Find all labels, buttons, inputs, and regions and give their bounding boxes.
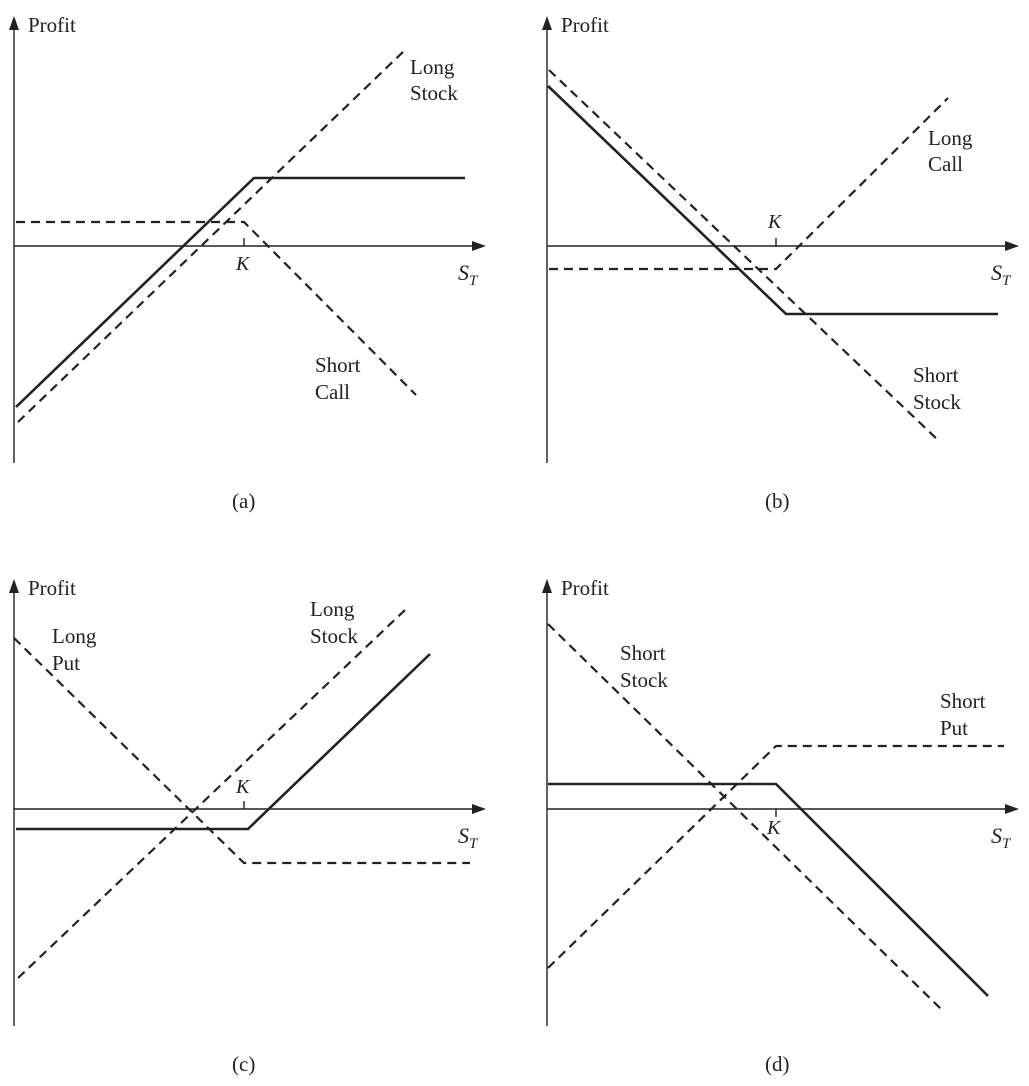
strike-label: K [235, 776, 251, 798]
strike-label: K [767, 211, 783, 233]
y-axis-arrow [9, 579, 19, 593]
y-axis-arrow [9, 16, 19, 30]
x-axis-arrow [472, 804, 486, 814]
net-profit-line [15, 176, 465, 408]
series-label-short-put: Short [940, 689, 986, 713]
series-label-short-stock: Short [620, 641, 666, 665]
y-axis-label: Profit [28, 576, 76, 600]
panel-caption: (c) [232, 1052, 255, 1076]
x-axis-arrow [472, 241, 486, 251]
series-label-short-stock: Short [913, 363, 959, 387]
net-profit-line [16, 653, 431, 831]
x-axis-arrow [1005, 241, 1019, 251]
short-put-line [547, 744, 1004, 969]
x-axis-label: ST [991, 260, 1012, 289]
y-axis-label: Profit [28, 13, 76, 37]
panel-c: Profit K ST Long Put Long Stock (c) [9, 576, 486, 1076]
series-label-long-put: Long [52, 624, 97, 648]
series-label-long-call: Call [928, 152, 963, 176]
panel-caption: (a) [232, 489, 255, 513]
x-axis-label: ST [458, 823, 479, 852]
strike-label: K [235, 253, 251, 275]
x-axis-label: ST [991, 823, 1012, 852]
series-label-short-put: Put [940, 716, 968, 740]
panel-caption: (d) [765, 1052, 790, 1076]
y-axis-arrow [542, 16, 552, 30]
series-label-short-call: Short [315, 353, 361, 377]
net-profit-line [548, 782, 989, 997]
series-label-long-stock: Stock [310, 624, 358, 648]
series-label-long-put: Put [52, 651, 80, 675]
long-put-line [13, 637, 470, 865]
series-label-long-stock: Long [410, 55, 455, 79]
series-label-short-call: Call [315, 380, 350, 404]
y-axis-label: Profit [561, 13, 609, 37]
short-stock-line [547, 623, 943, 1011]
net-profit-line [547, 85, 998, 316]
series-label-long-stock: Stock [410, 81, 458, 105]
strike-label: K [766, 817, 782, 839]
series-label-short-stock: Stock [620, 668, 668, 692]
short-stock-line [548, 69, 939, 441]
short-call-line [16, 220, 417, 396]
series-label-long-stock: Long [310, 597, 355, 621]
y-axis-arrow [542, 579, 552, 593]
panel-b: Profit K ST Long Call Short Stock (b) [542, 13, 1019, 513]
panel-d: Profit K ST Short Stock Short Put (d) [542, 576, 1019, 1076]
series-label-short-stock: Stock [913, 390, 961, 414]
long-call-line [549, 97, 949, 271]
panel-caption: (b) [765, 489, 790, 513]
y-axis-label: Profit [561, 576, 609, 600]
series-label-long-call: Long [928, 126, 973, 150]
x-axis-arrow [1005, 804, 1019, 814]
panel-a: Profit K ST Long Stock Short Call (a) [9, 13, 486, 513]
x-axis-label: ST [458, 260, 479, 289]
